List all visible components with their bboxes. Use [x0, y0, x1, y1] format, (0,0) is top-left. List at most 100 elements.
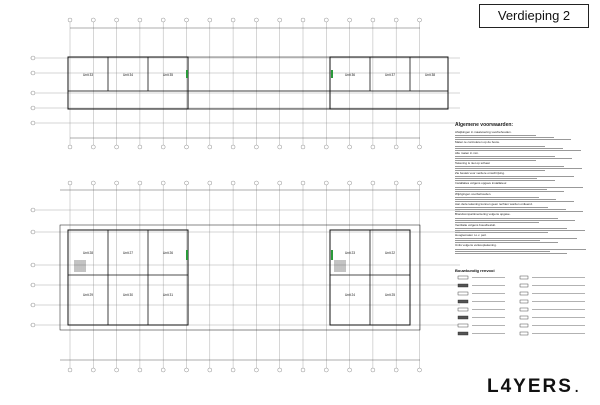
grid-bubble-icon — [370, 180, 376, 186]
note-line: Maten te controleren op de bouw. — [455, 140, 500, 145]
note-line: Afwijkingen in maatvoering voorbehouden. — [455, 130, 512, 134]
grid-bubble-icon — [417, 180, 422, 186]
note-filler-line — [455, 155, 555, 157]
grid-bubble-icon — [254, 17, 259, 23]
note-line: Aan deze tekening kunnen geen rechten wo… — [455, 202, 533, 207]
grid-bubble-icon — [324, 144, 329, 150]
note-filler-line — [455, 157, 573, 159]
unit-label: Unit 30 — [123, 293, 133, 297]
note-filler-line — [455, 209, 566, 211]
grid-bubble-icon — [30, 120, 36, 126]
grid-bubble-icon — [184, 367, 189, 373]
note-filler-line — [455, 242, 558, 244]
legend-swatch — [457, 331, 469, 336]
note-filler-line — [455, 219, 576, 221]
grid-bubble-icon — [230, 367, 236, 373]
note-filler-line — [455, 240, 541, 242]
grid-bubble-icon — [254, 180, 259, 186]
grid-bubble-icon — [394, 144, 399, 150]
notes-lines: Afwijkingen in maatvoering voorbehouden.… — [455, 130, 590, 254]
general-notes: Algemene voorwaarden: Afwijkingen in maa… — [455, 122, 590, 255]
grid-bubble-icon — [207, 144, 212, 150]
grid-bubble-icon — [91, 367, 96, 373]
grid-bubble-icon — [324, 17, 329, 23]
note-filler-line — [455, 199, 557, 201]
grid-bubble-icon — [184, 144, 189, 150]
grid-bubble-icon — [30, 105, 36, 111]
grid-bubble-icon — [347, 144, 352, 150]
grid-bubble-icon — [30, 70, 36, 76]
note-line: Brandcompartimentering volgens opgave. — [455, 212, 511, 217]
legend-swatch — [457, 307, 469, 312]
grid-bubble-icon — [230, 180, 236, 186]
note-filler-line — [455, 201, 574, 203]
legend-swatch — [457, 283, 469, 288]
unit-label: Unit 38 — [425, 73, 435, 77]
note-filler-line — [455, 137, 554, 139]
note-filler-line — [455, 217, 558, 219]
grid-bubble-icon — [230, 144, 236, 150]
unit-label: Unit 23 — [345, 251, 355, 255]
grid-bubble-icon — [370, 367, 376, 373]
grid-bubble-icon — [30, 207, 36, 213]
grid-bubble-icon — [30, 322, 36, 328]
grid-bubble-icon — [254, 144, 259, 150]
note-filler-line — [455, 190, 565, 192]
grid-bubble-icon — [30, 282, 36, 288]
wing-left — [67, 56, 189, 110]
note-filler-line — [455, 168, 582, 170]
note-filler-line — [455, 197, 539, 199]
grid-bubble-icon — [277, 17, 282, 23]
grid-bubble-icon — [324, 367, 329, 373]
legend-swatch — [519, 299, 529, 304]
grid-bubble-icon — [300, 144, 306, 150]
grid-bubble-icon — [67, 144, 73, 150]
note-line: Zie bestek voor verdere omschrijving. — [455, 171, 505, 176]
note-filler-line — [455, 250, 550, 252]
building-outline — [59, 224, 421, 331]
note-filler-line — [455, 188, 547, 190]
grid-bubble-icon — [30, 55, 36, 61]
grid-bubble-icon — [207, 17, 212, 23]
note-line: Installaties volgens opgave installateur… — [455, 181, 508, 186]
grid-bubble-icon — [394, 180, 399, 186]
note-filler-line — [455, 207, 549, 209]
grid-bubble-icon — [67, 17, 73, 23]
grid-bubble-icon — [137, 144, 143, 150]
note-filler-line — [455, 229, 585, 231]
brand-mark: . — [574, 376, 580, 397]
door-swing-icon — [186, 70, 188, 78]
grid-bubble-icon — [67, 180, 73, 186]
grid-bubble-icon — [277, 367, 282, 373]
grid-bubble-icon — [254, 367, 259, 373]
door-swing-icon — [331, 250, 333, 260]
note-filler-line — [455, 231, 549, 233]
grid-bubble-icon — [324, 180, 329, 186]
note-filler-line — [455, 178, 538, 180]
grid-bubble-icon — [67, 367, 73, 373]
grid-bubble-icon — [91, 180, 96, 186]
corridor — [67, 90, 449, 110]
note-filler-line — [455, 252, 568, 254]
grid-bubble-icon — [417, 367, 422, 373]
note-filler-line — [455, 238, 577, 240]
grid-bubble-icon — [184, 17, 189, 23]
legend-swatch — [519, 315, 529, 320]
grid-bubble-icon — [114, 17, 119, 23]
note-filler-line — [455, 211, 584, 213]
note-filler-line — [455, 139, 572, 141]
wing-right — [329, 56, 449, 110]
grid-bubble-icon — [161, 17, 166, 23]
note-filler-line — [455, 180, 555, 182]
note-filler-line — [455, 176, 574, 178]
grid-bubble-icon — [114, 180, 119, 186]
note-filler-line — [455, 147, 563, 149]
grid-bubble-icon — [30, 302, 36, 308]
grid-bubble-icon — [370, 144, 376, 150]
note-line: Wijzigingen voorbehouden. — [455, 191, 492, 196]
grid-bubble-icon — [300, 367, 306, 373]
grid-bubble-icon — [417, 17, 422, 23]
grid-bubble-icon — [347, 17, 352, 23]
note-filler-line — [455, 166, 565, 168]
